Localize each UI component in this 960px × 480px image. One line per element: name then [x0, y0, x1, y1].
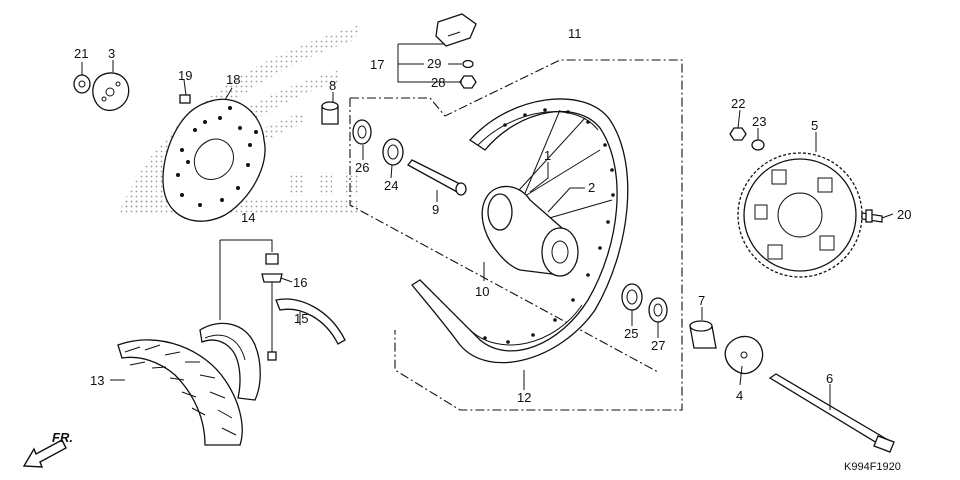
dust-seal-icon [352, 119, 372, 145]
callout-10: 10 [475, 284, 489, 299]
callout-5: 5 [811, 118, 818, 133]
callout-9: 9 [432, 202, 439, 217]
callout-29: 29 [427, 56, 441, 71]
bolt-icon [861, 209, 883, 223]
callout-13: 13 [90, 373, 104, 388]
callout-21: 21 [74, 46, 88, 61]
callout-14: 14 [241, 210, 255, 225]
callout-4: 4 [736, 388, 743, 403]
callout-11: 11 [568, 26, 582, 41]
callout-19: 19 [178, 68, 192, 83]
brake-plate-icon [724, 335, 764, 375]
front-direction-label: FR. [52, 430, 73, 445]
wheel-rim-icon [411, 98, 629, 364]
callout-12: 12 [517, 390, 531, 405]
bearing-icon [382, 138, 404, 166]
bolt-icon [179, 94, 191, 104]
washer-icon [751, 139, 765, 151]
callout-20: 20 [897, 207, 911, 222]
callout-1: 1 [544, 148, 551, 163]
callout-22: 22 [731, 96, 745, 111]
wheel-hub-icon [481, 185, 579, 277]
spacer-tube-icon [407, 159, 467, 196]
leader-lines [81, 43, 894, 410]
callout-8: 8 [329, 78, 336, 93]
callout-2: 2 [588, 180, 595, 195]
callout-26: 26 [355, 160, 369, 175]
bearing-icon [621, 283, 643, 311]
callout-17: 17 [370, 57, 384, 72]
dust-seal-icon [648, 297, 668, 323]
inner-tube-icon [199, 322, 261, 401]
callout-3: 3 [108, 46, 115, 61]
callout-23: 23 [752, 114, 766, 129]
brake-disc-icon [162, 98, 266, 222]
nut-icon [73, 74, 91, 94]
nut-icon [459, 75, 477, 89]
callout-6: 6 [826, 371, 833, 386]
rim-tape-icon [275, 298, 346, 345]
callout-7: 7 [698, 293, 705, 308]
front-direction-arrow-icon [22, 439, 67, 468]
bolt-icon [729, 127, 747, 141]
valve-icon [261, 253, 283, 361]
callout-24: 24 [384, 178, 398, 193]
tire-icon [117, 339, 243, 446]
callout-25: 25 [624, 326, 638, 341]
rim-lock-icon [435, 13, 477, 47]
collar-icon [321, 101, 339, 125]
sprocket-icon [737, 152, 863, 278]
diagram-code: K994F1920 [844, 461, 901, 473]
callout-15: 15 [294, 311, 308, 326]
brake-plate-icon [92, 72, 130, 112]
callout-16: 16 [293, 275, 307, 290]
callout-18: 18 [226, 72, 240, 87]
assembly-outlines [219, 59, 683, 411]
callout-27: 27 [651, 338, 665, 353]
collar-icon [689, 320, 717, 349]
washer-icon [462, 59, 474, 69]
axle-icon [768, 373, 895, 453]
callout-28: 28 [431, 75, 445, 90]
